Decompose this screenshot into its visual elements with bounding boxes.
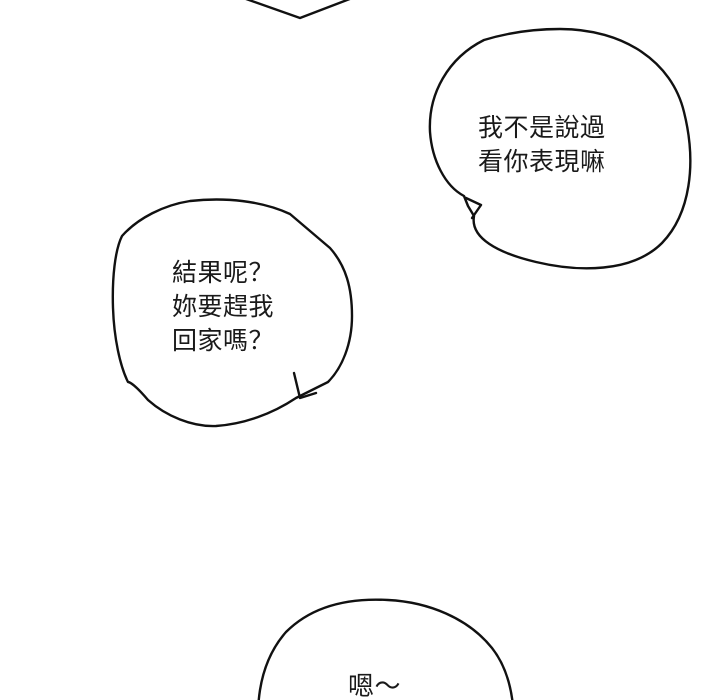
speech-bubble-right-tail [464, 196, 483, 220]
speech-bubble-left-tail [292, 371, 318, 400]
speech-bubble-bottom-cut-text: 嗯～ [348, 672, 402, 700]
speech-bubble-left [111, 198, 354, 428]
speech-bubble-bottom-cut [257, 598, 514, 700]
speech-bubble-right-text: 我不是說過 看你表現嘛 [478, 113, 606, 176]
speech-bubble-right-outline [428, 27, 692, 270]
speech-bubble-left-outline [111, 198, 354, 428]
speech-bubble-top-cut [245, 0, 351, 20]
speech-bubble-right [428, 27, 692, 270]
speech-bubble-top-cut-outline [245, 0, 351, 20]
speech-bubble-bottom-cut-outline [257, 598, 514, 700]
speech-bubble-left-text: 結果呢？ 妳要趕我 回家嗎？ [172, 258, 275, 355]
